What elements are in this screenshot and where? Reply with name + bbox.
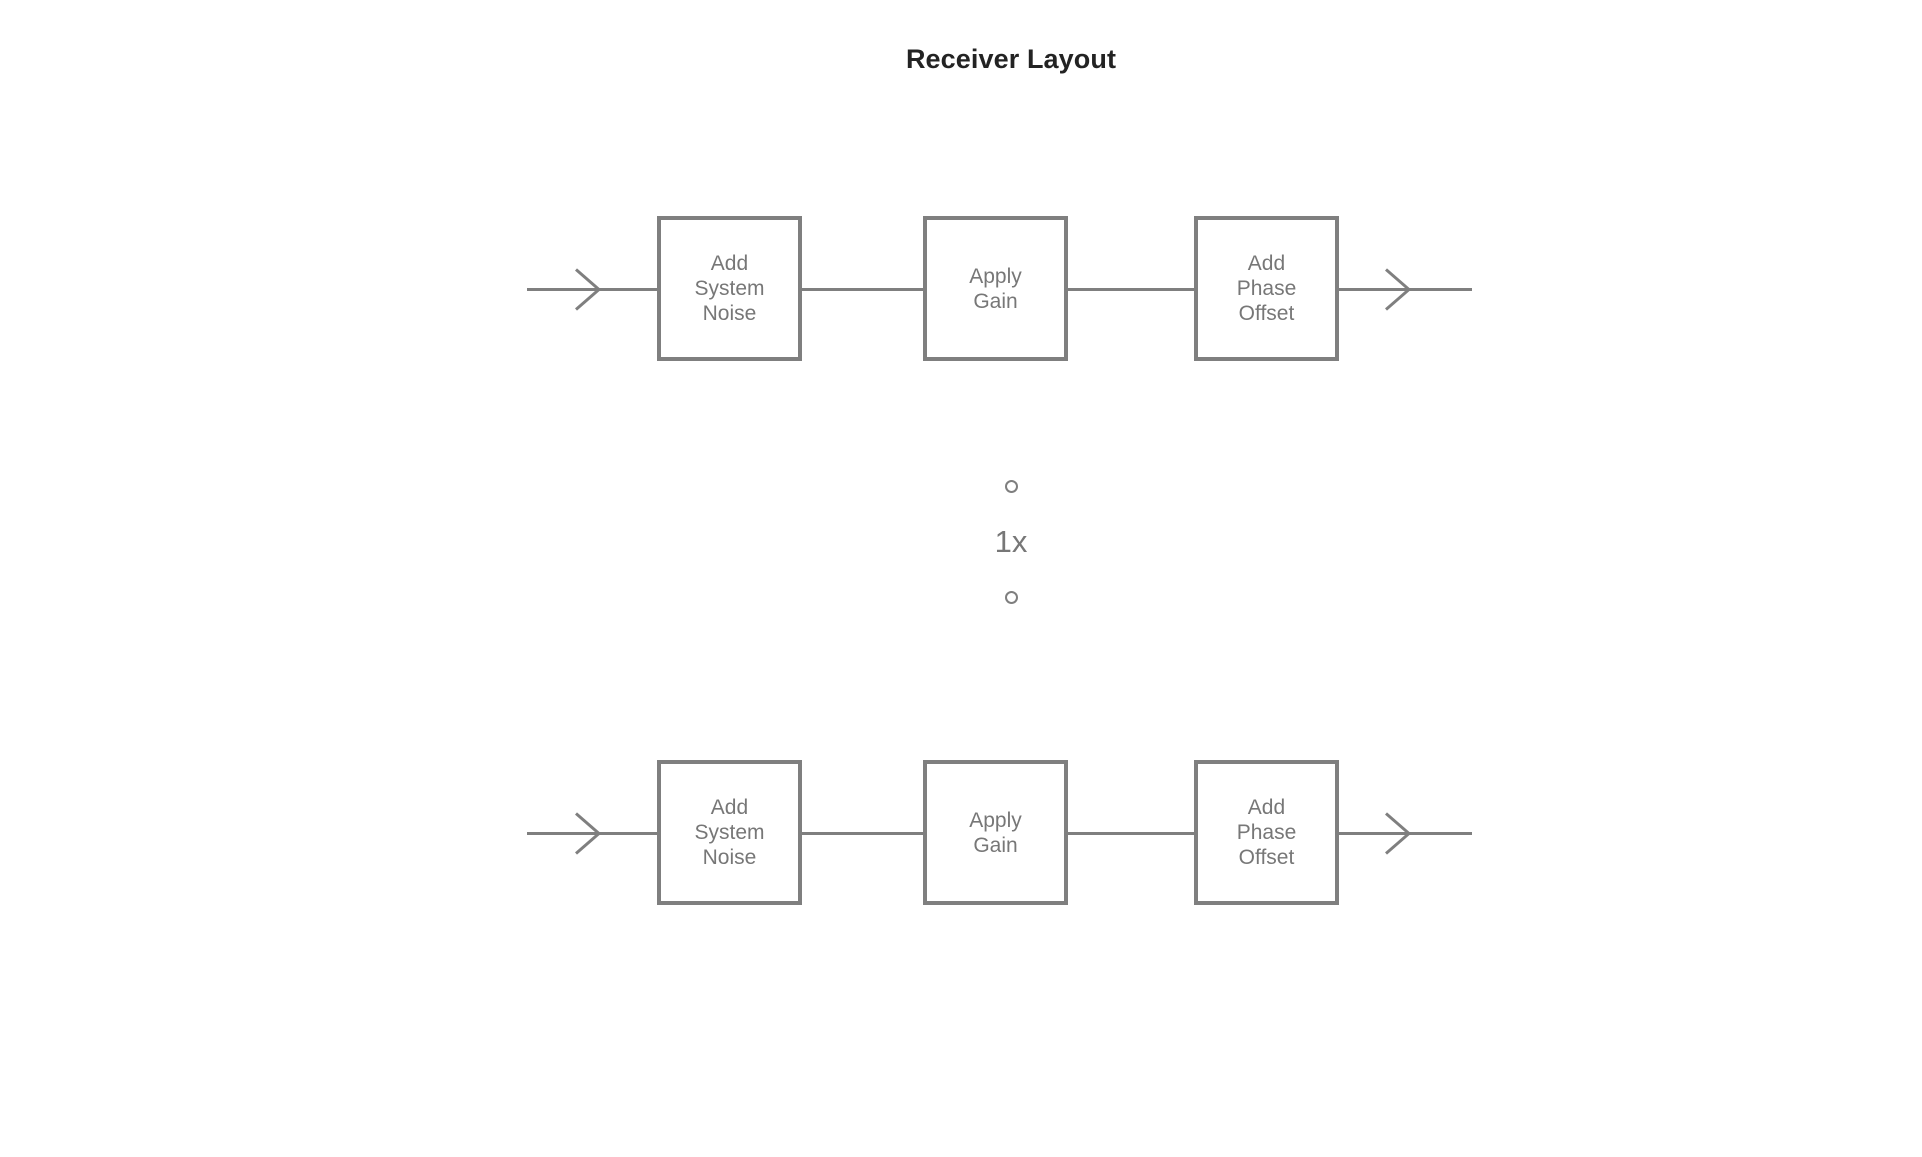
repeat-dot-top-icon (1004, 480, 1018, 493)
block-label: Add Phase Offset (1236, 796, 1297, 869)
wire-noise-to-gain (802, 288, 928, 291)
block-label: Add System Noise (694, 796, 765, 869)
block-label: Apply Gain (969, 264, 1022, 313)
signal-chain-bottom: Add System Noise Apply Gain Add Phase Of… (0, 760, 1922, 910)
wire-noise-to-gain (802, 832, 928, 835)
block-add-phase-offset[interactable]: Add Phase Offset (1194, 760, 1339, 905)
page-title: Receiver Layout (905, 44, 1117, 74)
block-apply-gain[interactable]: Apply Gain (923, 216, 1068, 361)
block-add-system-noise[interactable]: Add System Noise (657, 216, 802, 361)
input-arrow-icon (576, 266, 602, 312)
multiplier-value: 1x (994, 524, 1028, 559)
block-apply-gain[interactable]: Apply Gain (923, 760, 1068, 905)
input-arrow-icon (576, 810, 602, 856)
repeat-dot-bottom-icon (1004, 591, 1018, 604)
signal-chain-top: Add System Noise Apply Gain Add Phase Of… (0, 216, 1922, 366)
block-add-system-noise[interactable]: Add System Noise (657, 760, 802, 905)
block-label: Add Phase Offset (1236, 252, 1297, 325)
block-label: Apply Gain (969, 808, 1022, 857)
wire-gain-to-phase (1068, 288, 1198, 291)
output-arrow-icon (1386, 266, 1412, 312)
output-arrow-icon (1386, 810, 1412, 856)
chain-multiplier: 1x (0, 480, 1922, 604)
block-label: Add System Noise (694, 252, 765, 325)
block-add-phase-offset[interactable]: Add Phase Offset (1194, 216, 1339, 361)
wire-gain-to-phase (1068, 832, 1198, 835)
